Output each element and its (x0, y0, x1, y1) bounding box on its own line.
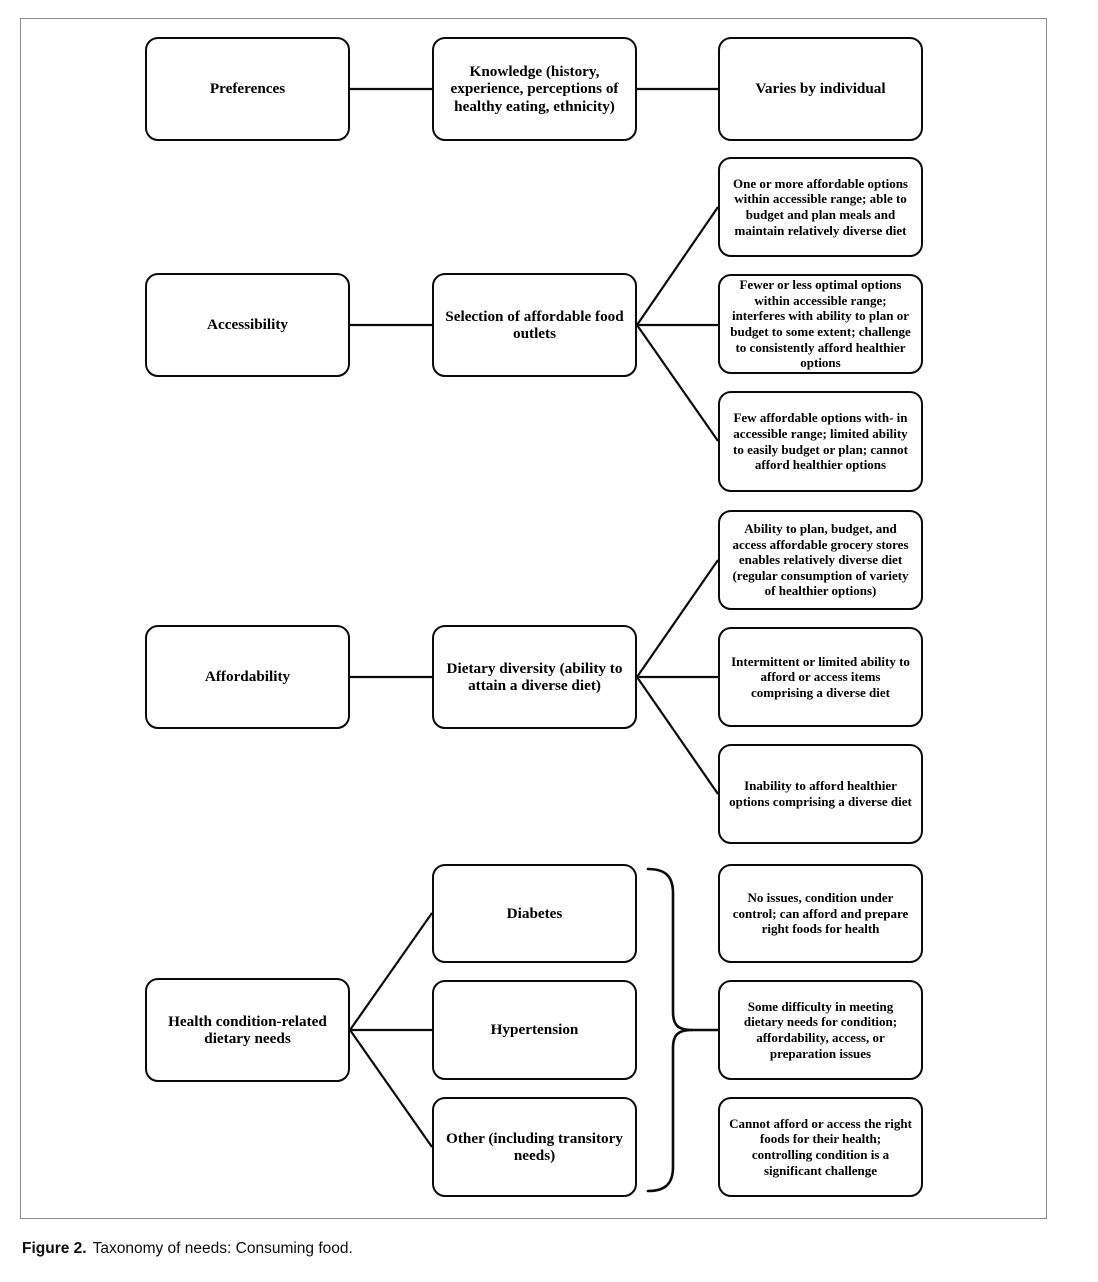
node-label: Inability to afford healthier options co… (729, 778, 912, 809)
node-label: No issues, condition under control; can … (732, 890, 909, 937)
link-health-diabetes (349, 912, 433, 1031)
node-label: Cannot afford or access the right foods … (729, 1115, 912, 1178)
node-dimension-knowledge[interactable]: Knowledge (history, experience, percepti… (432, 37, 637, 141)
node-label: Preferences (209, 80, 286, 98)
node-label: Selection of affordable food outlets (445, 307, 624, 342)
node-label: Fewer or less optimal options within acc… (730, 277, 911, 371)
link-selection-outcome-3 (636, 324, 719, 442)
node-dimension-dietary-diversity[interactable]: Dietary diversity (ability to attain a d… (432, 625, 637, 729)
link-selection-outcome-1 (636, 206, 719, 326)
node-label: Few affordable options with- in accessib… (733, 410, 908, 473)
node-outcome-accessibility-1[interactable]: One or more affordable options within ac… (718, 157, 923, 257)
node-label: Intermittent or limited ability to affor… (731, 653, 910, 700)
node-label: Accessibility (207, 316, 288, 334)
link-diversity-outcome-1 (636, 559, 719, 678)
node-outcome-accessibility-2[interactable]: Fewer or less optimal options within acc… (718, 274, 923, 374)
node-condition-hypertension[interactable]: Hypertension (432, 980, 637, 1080)
node-label: Some difficulty in meeting dietary needs… (743, 998, 898, 1061)
node-label: Knowledge (history, experience, percepti… (450, 63, 619, 115)
node-outcome-affordability-3[interactable]: Inability to afford healthier options co… (718, 744, 923, 844)
taxonomy-diagram: Preferences Accessibility Affordability … (145, 37, 923, 1197)
node-category-health-conditions[interactable]: Health condition-related dietary needs (145, 978, 350, 1082)
figure-caption: Figure 2. Taxonomy of needs: Consuming fo… (22, 1240, 1022, 1258)
node-condition-other[interactable]: Other (including transitory needs) (432, 1097, 637, 1197)
node-label: Dietary diversity (ability to attain a d… (446, 659, 623, 694)
figure-caption-label: Figure 2. (22, 1240, 87, 1257)
node-label: Other (including transitory needs) (446, 1129, 623, 1164)
node-label: One or more affordable options within ac… (732, 175, 908, 238)
condition-outcome-brace (646, 867, 694, 1193)
node-outcome-accessibility-3[interactable]: Few affordable options with- in accessib… (718, 391, 923, 492)
node-label: Hypertension (490, 1021, 579, 1039)
node-outcome-affordability-1[interactable]: Ability to plan, budget, and access affo… (718, 510, 923, 610)
node-outcome-affordability-2[interactable]: Intermittent or limited ability to affor… (718, 627, 923, 727)
node-condition-diabetes[interactable]: Diabetes (432, 864, 637, 963)
node-label: Diabetes (506, 904, 563, 922)
figure-caption-text: Taxonomy of needs: Consuming food. (92, 1240, 353, 1257)
node-label: Varies by individual (755, 79, 886, 97)
node-category-affordability[interactable]: Affordability (145, 625, 350, 729)
node-label: Health condition-related dietary needs (168, 1012, 327, 1047)
node-outcome-health-1[interactable]: No issues, condition under control; can … (718, 864, 923, 963)
node-outcome-preferences-1[interactable]: Varies by individual (718, 37, 923, 141)
node-label: Affordability (204, 668, 291, 686)
connector-lines (349, 87, 720, 1193)
node-category-accessibility[interactable]: Accessibility (145, 273, 350, 377)
link-diversity-outcome-3 (636, 676, 719, 795)
node-dimension-food-outlets[interactable]: Selection of affordable food outlets (432, 273, 637, 377)
node-outcome-health-2[interactable]: Some difficulty in meeting dietary needs… (718, 980, 923, 1080)
link-health-other (349, 1029, 433, 1148)
node-label: Ability to plan, budget, and access affo… (732, 521, 909, 599)
node-category-preferences[interactable]: Preferences (145, 37, 350, 141)
node-outcome-health-3[interactable]: Cannot afford or access the right foods … (718, 1097, 923, 1197)
